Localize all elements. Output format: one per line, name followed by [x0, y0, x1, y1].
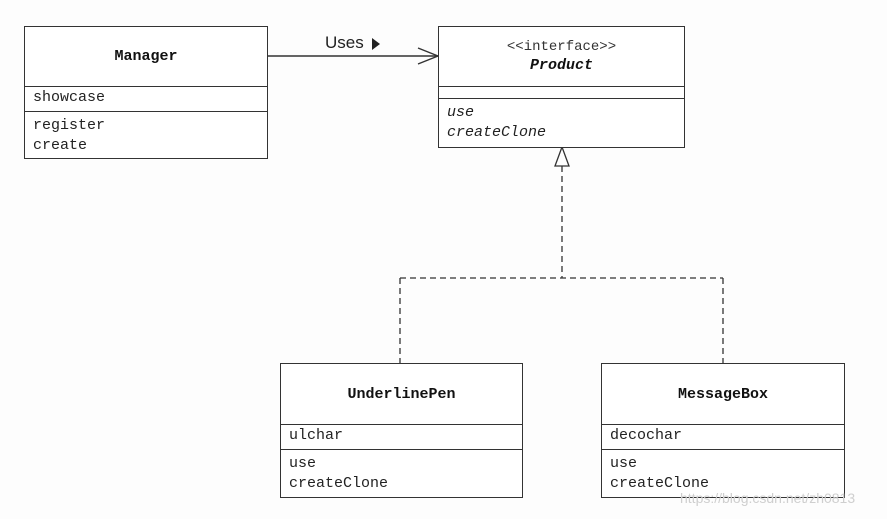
class-underlinepen: UnderlinePen ulchar use createClone — [280, 363, 523, 498]
class-product-name: Product — [529, 57, 593, 74]
class-manager-name: Manager — [114, 48, 178, 65]
class-underlinepen-operations: use createClone — [281, 450, 522, 498]
class-manager: Manager showcase register create — [24, 26, 268, 159]
class-messagebox-operations: use createClone — [602, 450, 844, 498]
watermark-text: https://blog.csdn.net/zh0813 — [680, 490, 856, 506]
class-product-stereotype: <<interface>> — [506, 39, 617, 55]
operation-createclone: createClone — [610, 475, 710, 492]
class-messagebox-header: MessageBox — [602, 364, 844, 425]
class-messagebox-name: MessageBox — [677, 385, 768, 403]
operation-use: use — [610, 455, 638, 472]
operation-create: create — [33, 137, 88, 154]
operation-use: use — [447, 104, 475, 121]
class-product-operations: use createClone — [439, 99, 684, 147]
class-manager-attributes: showcase — [25, 87, 267, 112]
association-label: Uses — [325, 33, 364, 52]
realization-arrowhead — [554, 145, 570, 167]
class-messagebox-attributes: decochar — [602, 425, 844, 450]
direction-triangle-icon — [372, 38, 380, 50]
class-manager-header: Manager — [25, 27, 267, 87]
operation-createclone: createClone — [289, 475, 389, 492]
operation-register: register — [33, 117, 106, 134]
attribute-ulchar: ulchar — [289, 427, 344, 444]
attribute-decochar: decochar — [610, 427, 683, 444]
class-product: <<interface>> Product use createClone — [438, 26, 685, 148]
class-product-attributes — [439, 87, 684, 99]
class-product-header: <<interface>> Product — [439, 27, 684, 87]
operation-createclone: createClone — [447, 124, 547, 141]
operation-use: use — [289, 455, 317, 472]
class-underlinepen-attributes: ulchar — [281, 425, 522, 450]
class-underlinepen-name: UnderlinePen — [347, 385, 456, 403]
class-underlinepen-header: UnderlinePen — [281, 364, 522, 425]
attribute-showcase: showcase — [33, 89, 106, 106]
class-messagebox: MessageBox decochar use createClone — [601, 363, 845, 498]
class-manager-operations: register create — [25, 112, 267, 160]
realization-line — [399, 166, 724, 363]
